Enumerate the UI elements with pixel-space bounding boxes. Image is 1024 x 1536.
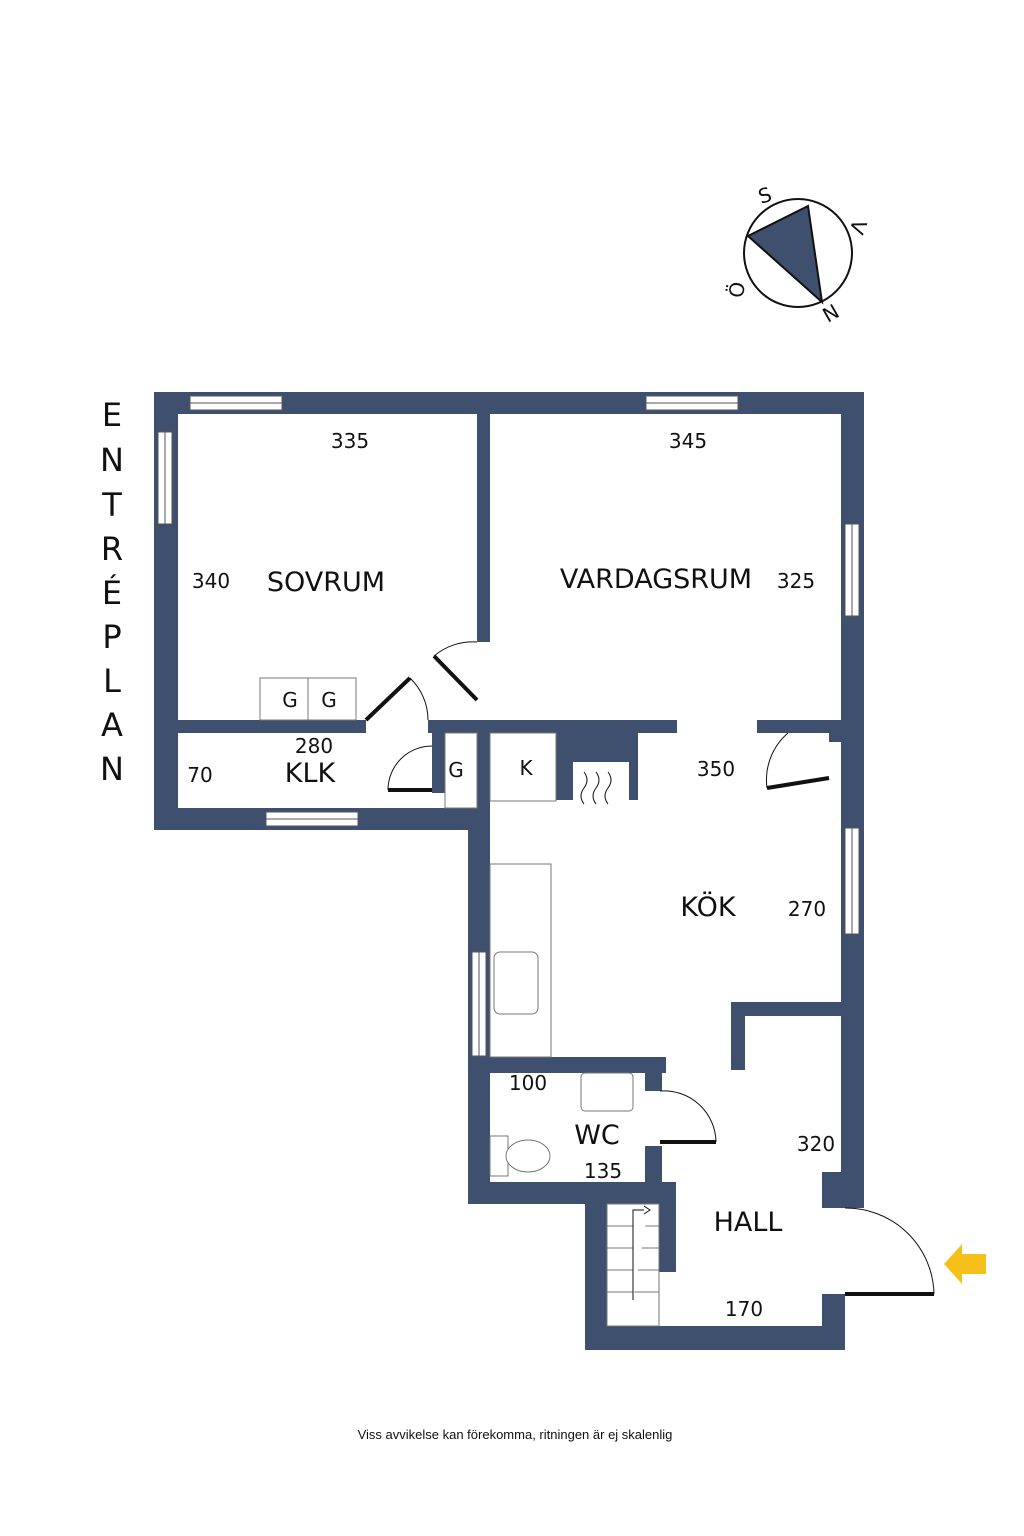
toilet-tank [489, 1135, 509, 1177]
compass-needle [746, 204, 824, 305]
dimension-label: 335 [331, 429, 369, 453]
dimension-label: 135 [584, 1159, 622, 1183]
wardrobe [307, 677, 357, 721]
wall [822, 1294, 845, 1350]
wardrobe [259, 677, 309, 721]
room-label-hall: HALL [714, 1207, 783, 1238]
wall [428, 720, 490, 733]
dimension-label: 280 [295, 734, 333, 758]
door-leaf [766, 776, 830, 790]
title-letter: P [102, 618, 121, 656]
toilet-bowl [505, 1139, 551, 1173]
title-letter: A [101, 706, 123, 744]
fixture-labels: G G G K [282, 688, 533, 782]
title-letter: N [100, 441, 124, 479]
compass-east: Ö [724, 280, 750, 300]
title-letter: N [100, 750, 124, 788]
doors [364, 641, 935, 1296]
wall [841, 720, 864, 1192]
footnote: Viss avvikelse kan förekomma, ritningen … [358, 1427, 673, 1442]
wall [645, 1146, 662, 1186]
title-letter: E [102, 396, 122, 434]
wall [585, 1182, 607, 1350]
wall [645, 1057, 662, 1091]
room-label-vardagsrum: VARDAGSRUM [560, 564, 752, 595]
wall [731, 1002, 841, 1016]
entrance-arrow-icon [944, 1244, 986, 1284]
fixture-label: G [448, 758, 464, 782]
stair-direction-arrow [632, 1209, 648, 1300]
kitchen-sink [493, 951, 539, 1015]
room-label-kok: KÖK [680, 891, 736, 923]
wall [822, 1172, 864, 1208]
wall [468, 1057, 666, 1073]
dimension-label: 320 [797, 1132, 835, 1156]
wall [659, 1182, 676, 1272]
wardrobe [444, 732, 478, 809]
wall [468, 1182, 676, 1204]
compass-south: S [755, 182, 774, 209]
wall [154, 720, 366, 733]
room-label-sovrum: SOVRUM [267, 567, 385, 598]
door-swing [433, 641, 478, 657]
title-letter: R [101, 530, 123, 568]
title-letter: L [103, 662, 121, 700]
fixture-label: G [282, 688, 298, 712]
fixture-label: K [519, 756, 533, 780]
wc-sink [580, 1072, 634, 1112]
door-swing [766, 732, 789, 789]
fixtures [259, 677, 660, 1327]
dimension-label: 70 [187, 763, 212, 787]
walls [154, 392, 864, 1350]
room-labels: SOVRUM VARDAGSRUM KLK KÖK WC HALL [267, 564, 783, 1238]
fridge [489, 732, 557, 802]
compass: S V N Ö [724, 182, 872, 327]
room-label-klk: KLK [285, 758, 337, 789]
door-leaf [432, 654, 479, 702]
wall [477, 720, 490, 830]
fixture-label: G [321, 688, 337, 712]
door-leaf [364, 676, 412, 722]
dimension-labels: 335 340 345 325 280 70 350 270 100 135 3… [187, 429, 835, 1321]
wall [432, 733, 445, 793]
dimension-label: 350 [697, 757, 735, 781]
door-swing [659, 1090, 717, 1143]
dimension-label: 270 [788, 897, 826, 921]
plan-title: E N T R É P L A N [100, 396, 124, 788]
entrance-door-swing [844, 1207, 935, 1295]
wall [585, 1326, 845, 1350]
stair-arrowhead [643, 1205, 651, 1215]
room-label-wc: WC [574, 1120, 620, 1151]
title-letter: T [101, 486, 122, 524]
title-letter: É [102, 574, 122, 612]
dimension-label: 170 [725, 1297, 763, 1321]
door-swing [387, 745, 433, 791]
wall [477, 392, 490, 642]
dimension-label: 100 [509, 1071, 547, 1095]
fireplace-flame-icon [580, 771, 612, 805]
wall [757, 720, 864, 733]
dimension-label: 340 [192, 569, 230, 593]
door-swing [409, 677, 429, 721]
wall [731, 1002, 745, 1070]
windows [157, 395, 860, 1057]
dimension-label: 345 [669, 429, 707, 453]
dimension-label: 325 [777, 569, 815, 593]
